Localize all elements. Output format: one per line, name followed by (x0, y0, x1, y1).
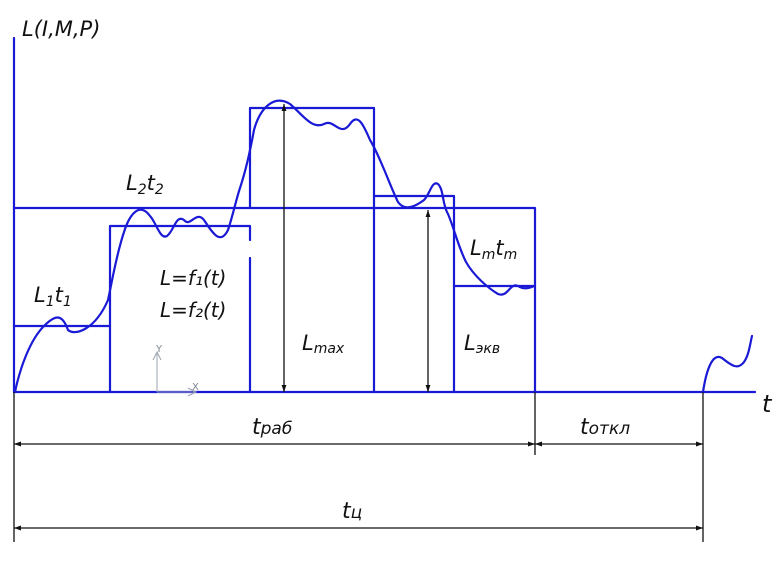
label-l1t1: L1t1 (34, 283, 72, 310)
label-lmax: Lmax (302, 331, 345, 357)
x-axis-label: t (762, 390, 773, 418)
ucs-x-label: X (192, 382, 199, 393)
step-block-max (248, 106, 376, 394)
load-curve (13, 99, 536, 394)
formula-2: L=f₂(t) (160, 298, 226, 322)
next-cycle-curve (701, 334, 754, 394)
label-t-c: tц (342, 499, 362, 524)
equivalent-level-line (12, 206, 537, 394)
label-lmtm: Lmtm (470, 236, 517, 263)
y-axis-label: L(I,M,P) (22, 17, 100, 41)
formula-1: L=f₁(t) (160, 266, 226, 290)
ucs-icon: Y X (152, 344, 199, 397)
label-lekv: Lэкв (464, 331, 500, 357)
step-blocks-1-2 (12, 224, 252, 394)
label-t-otkl: tоткл (580, 415, 630, 440)
step-blocks-m (372, 194, 537, 394)
ucs-y-label: Y (155, 344, 163, 355)
label-t-rab: tраб (252, 415, 292, 440)
label-l2t2: L2t2 (126, 171, 164, 198)
